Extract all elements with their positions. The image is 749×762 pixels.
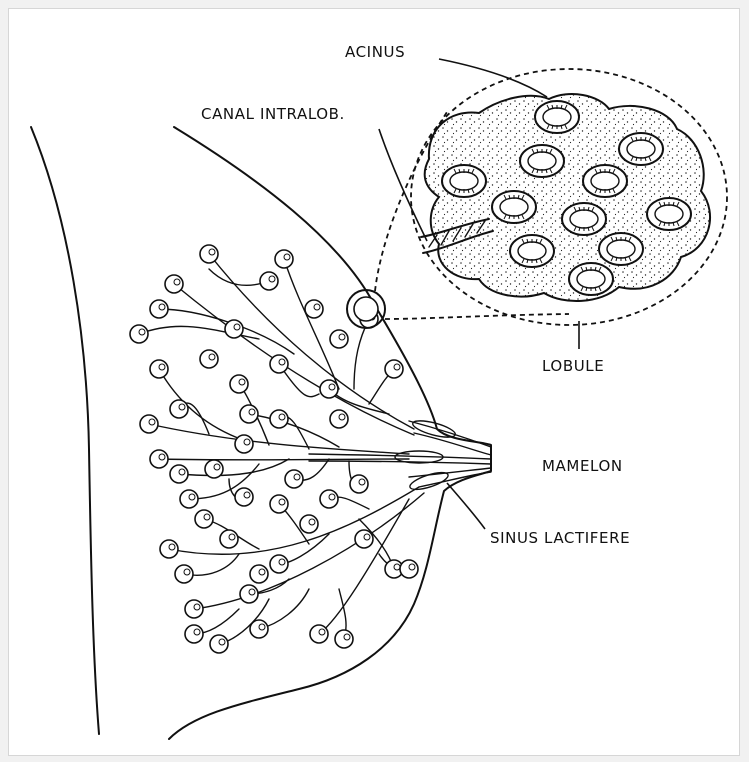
acinus-bud	[250, 565, 268, 583]
label-sinus-lactifere: SINUS LACTIFERE	[490, 529, 630, 547]
acinus-bud	[400, 560, 418, 578]
acinus-bud	[270, 555, 288, 573]
acinus-bud	[185, 600, 203, 618]
canal-leader	[379, 129, 427, 241]
acinus-bud	[250, 620, 268, 638]
acinus-bud	[210, 635, 228, 653]
zoom-callout	[375, 69, 727, 325]
acinus-bud	[300, 515, 318, 533]
acinus-cell	[442, 165, 486, 197]
acinus-bud	[150, 360, 168, 378]
acinus-cell	[535, 101, 579, 133]
acinus-bud	[200, 350, 218, 368]
acinus-bud	[350, 475, 368, 493]
acinus-bud	[320, 380, 338, 398]
acinus-bud	[185, 625, 203, 643]
acinus-bud	[205, 460, 223, 478]
acinus-cell	[520, 145, 564, 177]
acinus-bud	[180, 490, 198, 508]
acinus-cell	[647, 198, 691, 230]
acinus-bud	[150, 300, 168, 318]
acinus-bud	[220, 530, 238, 548]
figure-frame: ACINUS CANAL INTRALOB. LOBULE MAMELON SI…	[8, 8, 740, 756]
acinus-bud	[270, 410, 288, 428]
acinus-bud	[270, 495, 288, 513]
acinus-bud	[165, 275, 183, 293]
acinus-bud	[305, 300, 323, 318]
acinus-bud	[175, 565, 193, 583]
acinus-cell	[492, 191, 536, 223]
acinus-bud	[230, 375, 248, 393]
acinus-cell	[562, 203, 606, 235]
acinus-bud	[330, 410, 348, 428]
label-lobule: LOBULE	[542, 357, 604, 375]
acinus-cell	[569, 263, 613, 295]
acinus-bud	[330, 330, 348, 348]
acinus-bud	[140, 415, 158, 433]
label-mamelon: MAMELON	[542, 457, 623, 475]
duct-tree	[139, 254, 424, 644]
breast-anatomy-diagram: ACINUS CANAL INTRALOB. LOBULE MAMELON SI…	[9, 9, 740, 756]
acinus-leader	[439, 59, 547, 97]
acinus-bud	[150, 450, 168, 468]
acinus-cell	[510, 235, 554, 267]
acinus-bud	[240, 585, 258, 603]
acinus-bud	[225, 320, 243, 338]
label-acinus: ACINUS	[345, 43, 405, 61]
acinus-bud	[270, 355, 288, 373]
acinus-bud	[170, 400, 188, 418]
acinus-bud	[260, 272, 278, 290]
acinus-bud	[160, 540, 178, 558]
acinus-bud	[130, 325, 148, 343]
acinus-bud	[170, 465, 188, 483]
label-canal-intralob: CANAL INTRALOB.	[201, 105, 345, 123]
acinus-bud	[335, 630, 353, 648]
acinus-cell	[599, 233, 643, 265]
acinus-bud	[320, 490, 338, 508]
acinus-bud	[195, 510, 213, 528]
acinus-cell	[619, 133, 663, 165]
acinus-bud	[275, 250, 293, 268]
acinus-bud	[385, 360, 403, 378]
acinus-bud	[285, 470, 303, 488]
acinus-bud	[355, 530, 373, 548]
acinus-bud	[235, 488, 253, 506]
acinus-bud	[240, 405, 258, 423]
acinus-bud	[200, 245, 218, 263]
breast-outline	[31, 127, 491, 739]
acinus-bud	[235, 435, 253, 453]
sinus-leader	[447, 483, 485, 529]
acinus-cell	[583, 165, 627, 197]
acinus-bud	[310, 625, 328, 643]
